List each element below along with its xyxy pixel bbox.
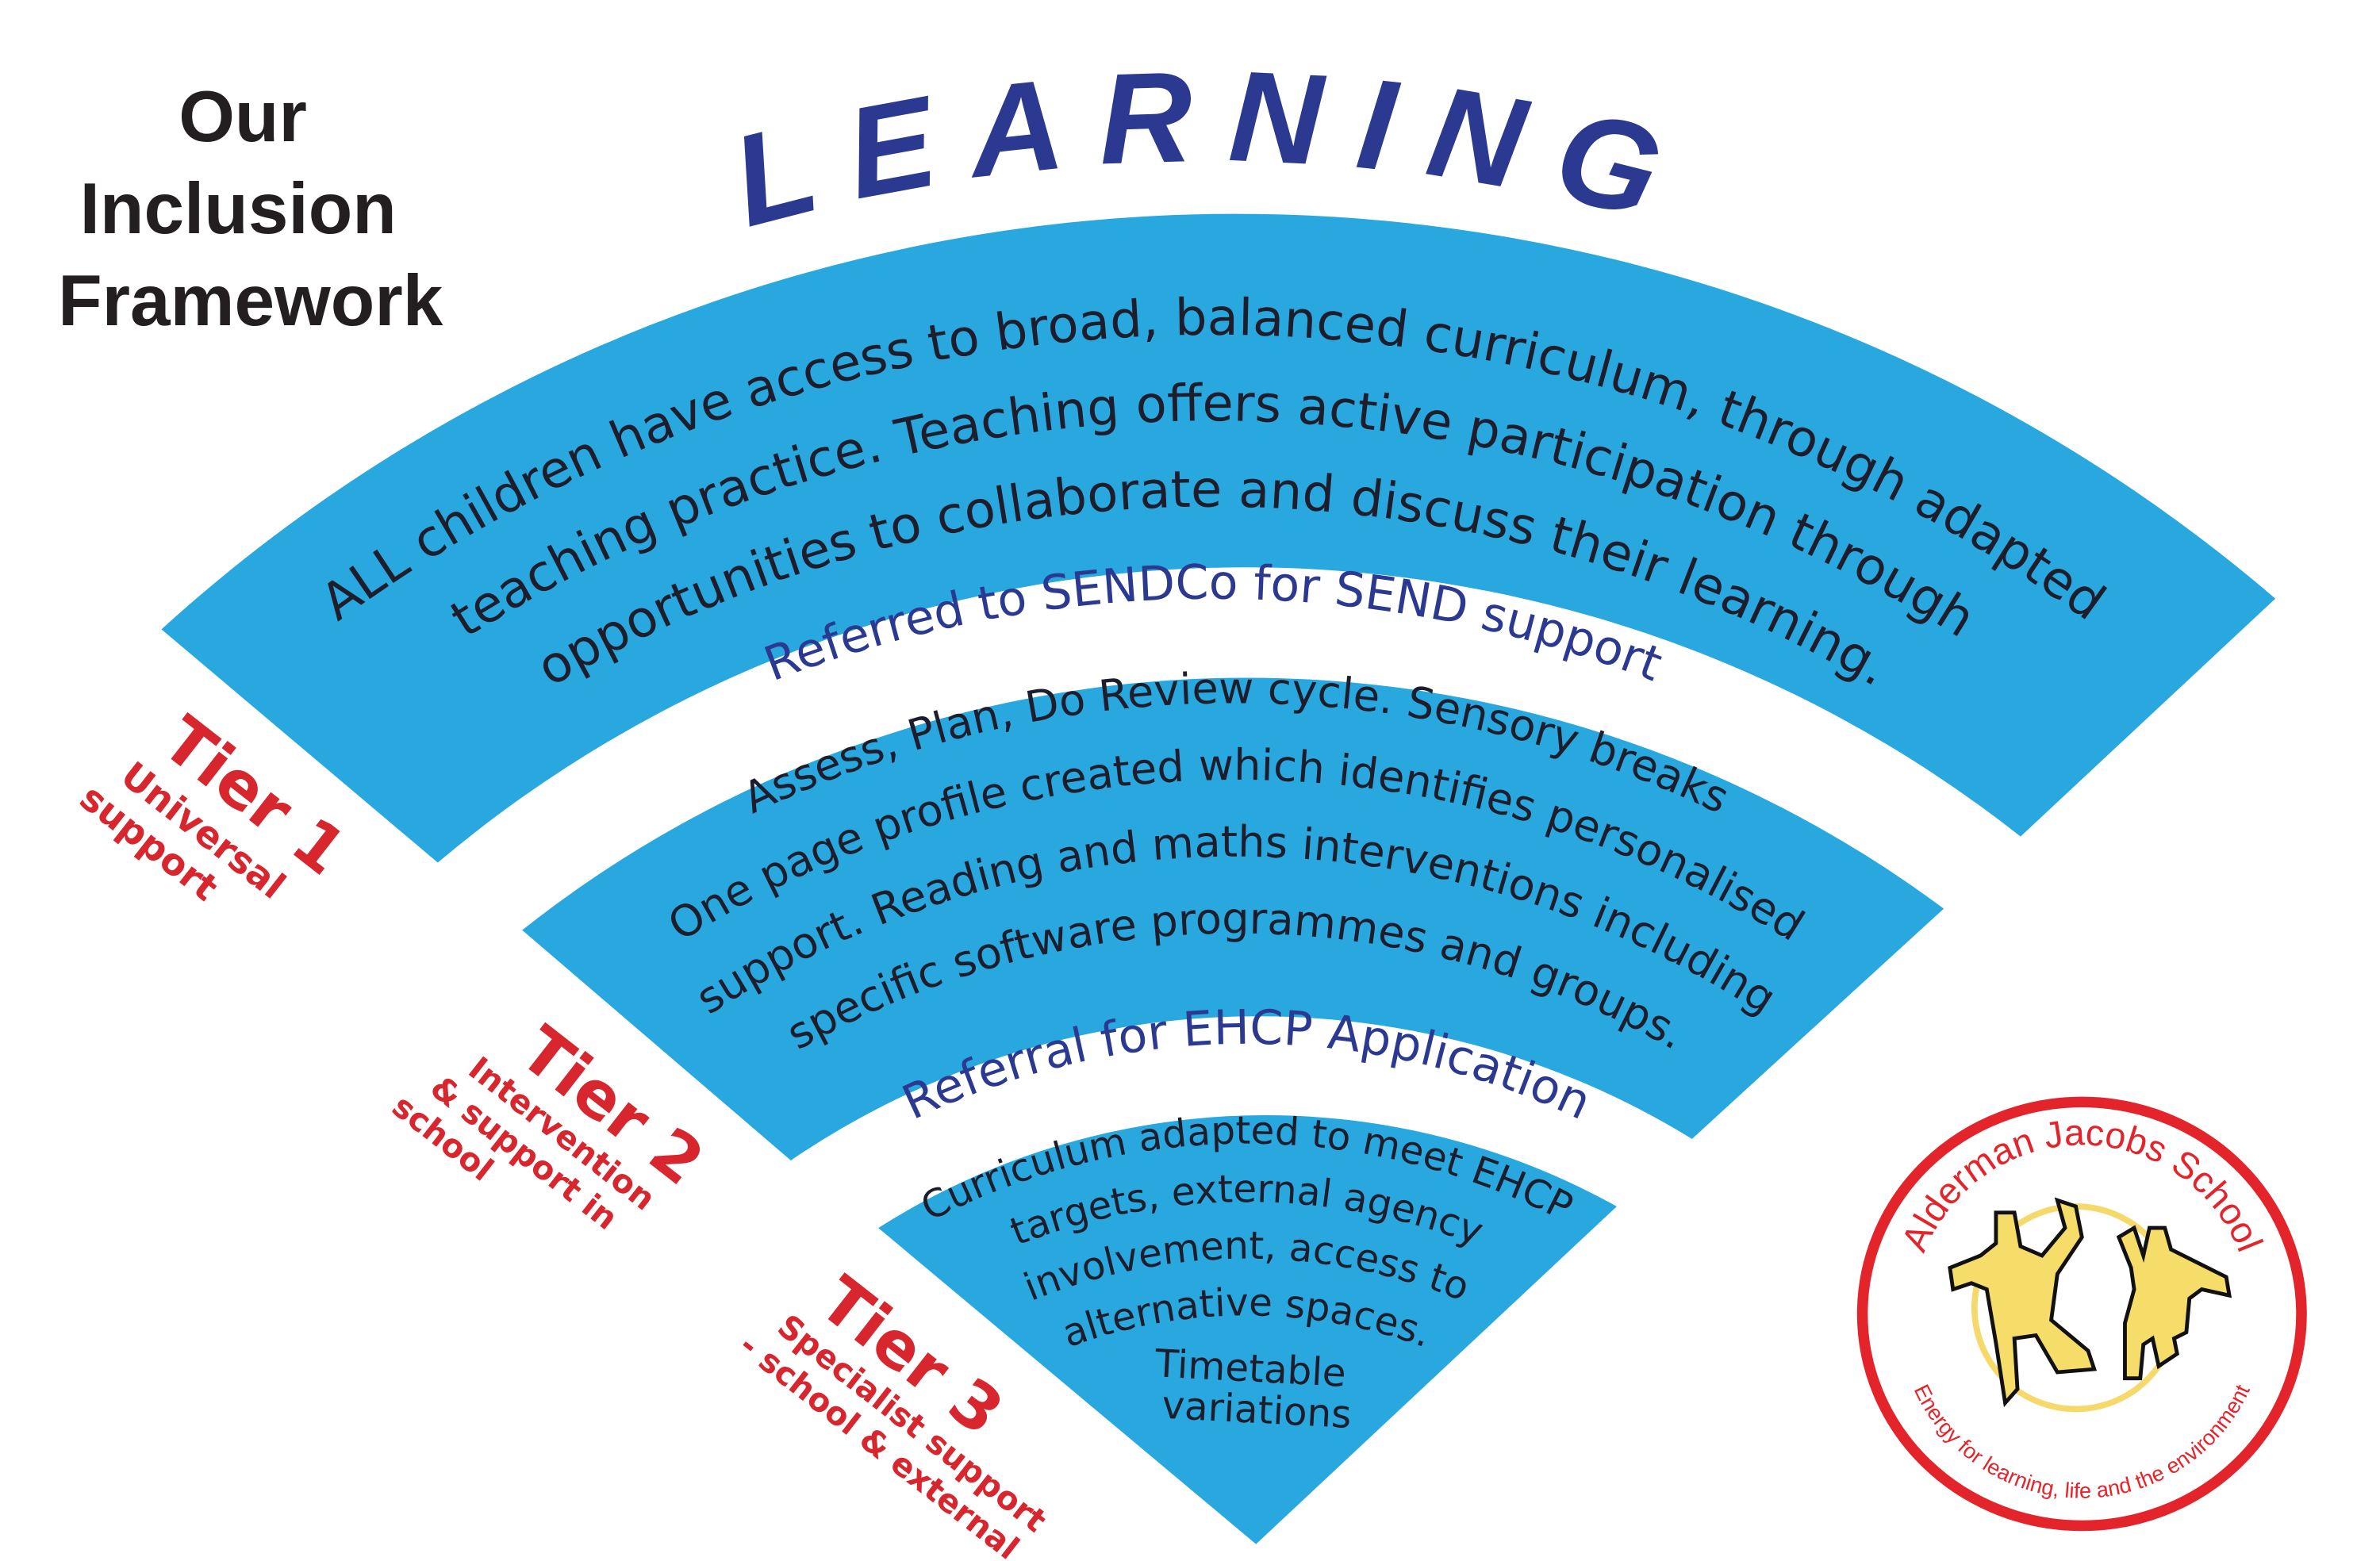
title-line-1: Our	[178, 77, 307, 157]
title-line-3: Framework	[58, 261, 443, 341]
tier3-extra-line: Timetable	[1154, 1341, 1347, 1396]
tier3-band	[878, 1114, 1617, 1544]
tier2-band	[522, 677, 1944, 1160]
tier1-band	[161, 213, 2276, 863]
title-line-2: Inclusion	[80, 169, 397, 249]
tier3-extra-line: variations	[1161, 1383, 1353, 1437]
dancing-figures-icon	[1948, 1197, 2232, 1408]
school-logo: Alderman Jacobs School Energy for learni…	[1856, 1096, 2307, 1532]
page-title: Our Inclusion Framework	[58, 77, 443, 341]
